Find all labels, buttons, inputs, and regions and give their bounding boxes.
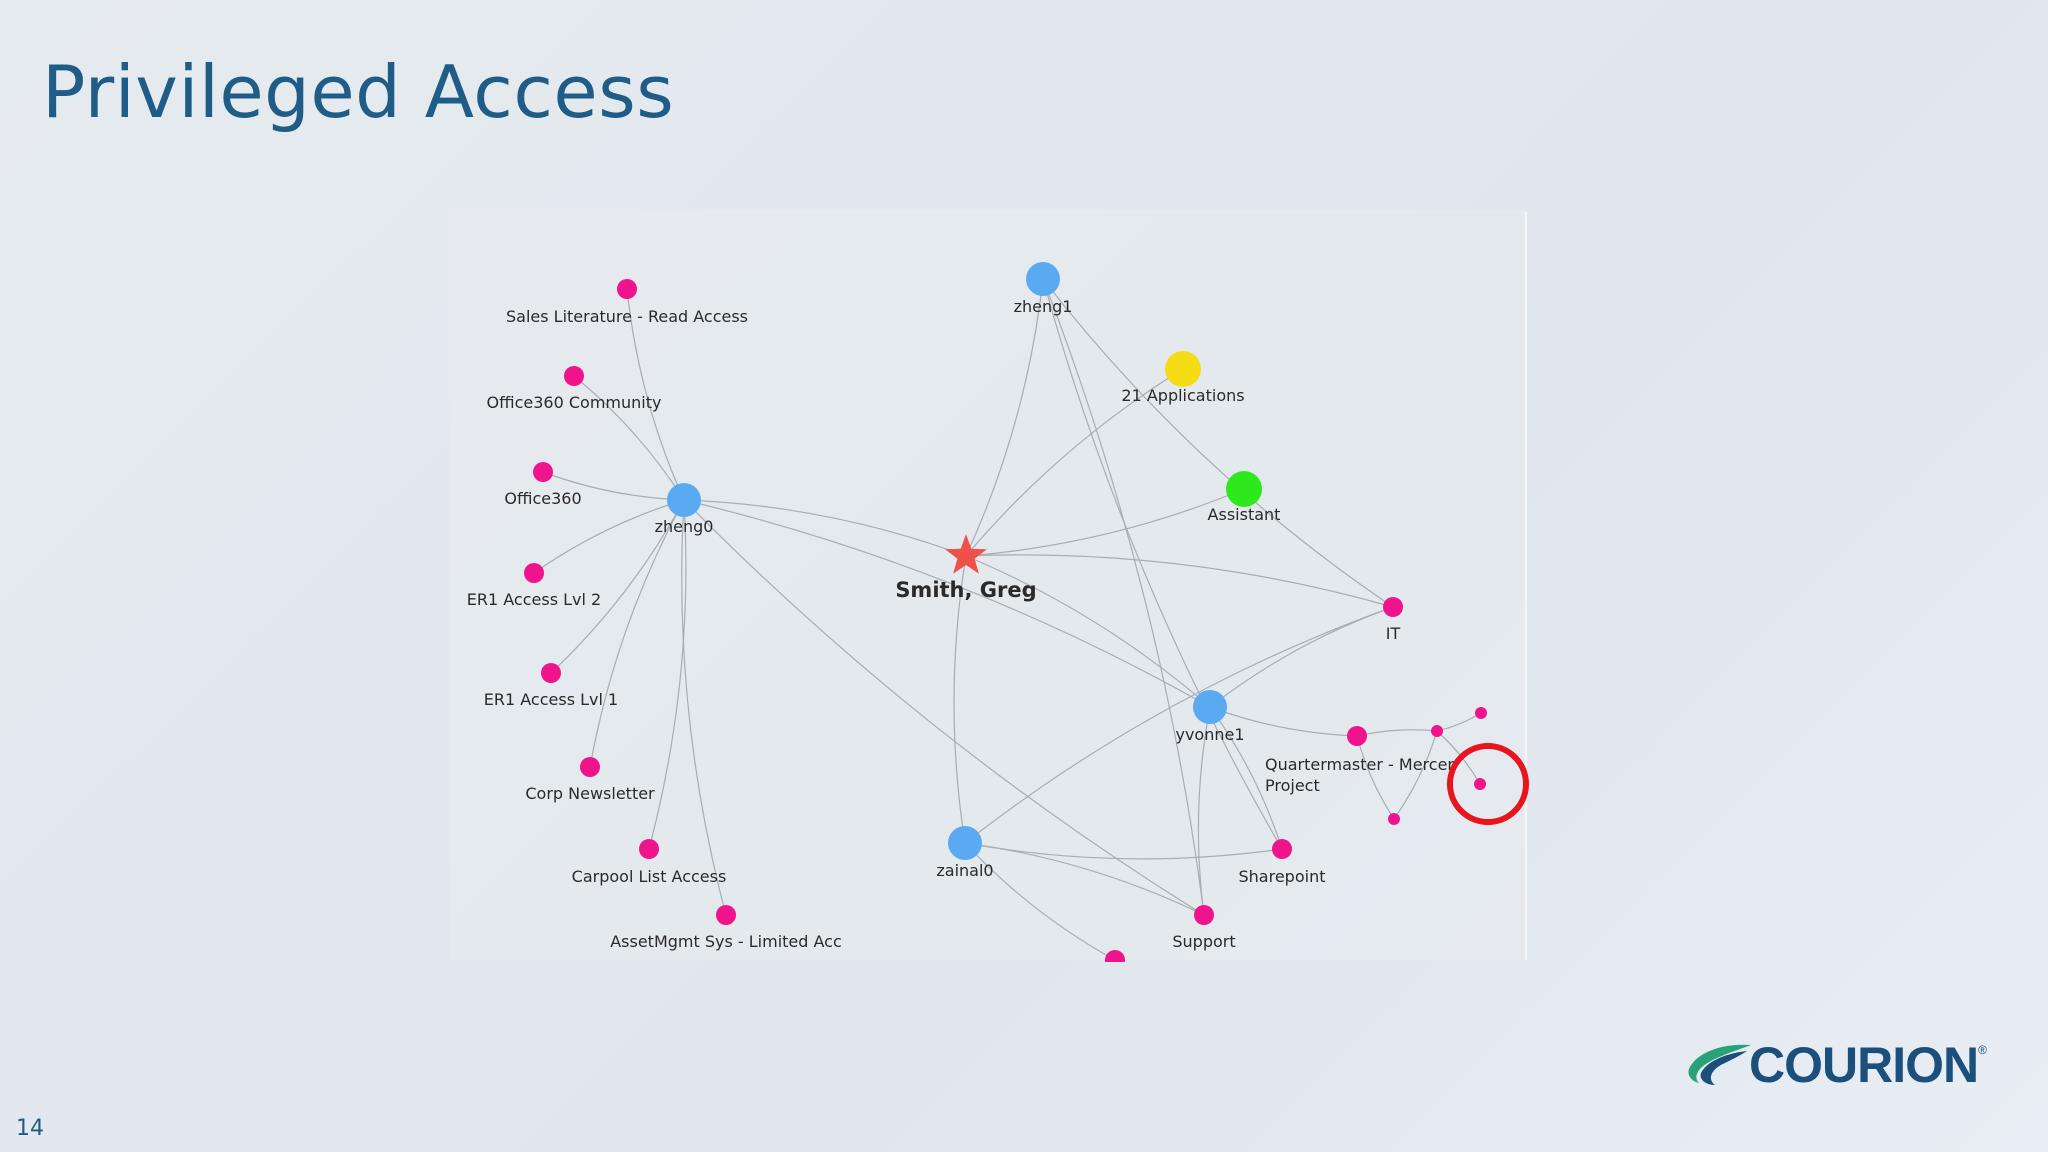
node-sharepoint[interactable] bbox=[1272, 839, 1292, 859]
graph-edges bbox=[533, 278, 1482, 961]
node-label-zainal0: zainal0 bbox=[936, 861, 993, 880]
node-label-support: Support bbox=[1172, 932, 1235, 951]
graph-edge bbox=[1042, 278, 1283, 850]
courion-wordmark: COURION bbox=[1749, 1037, 1979, 1093]
node-label-carpool: Carpool List Access bbox=[572, 867, 727, 886]
node-label-smith: Smith, Greg bbox=[895, 578, 1036, 602]
node-carpool[interactable] bbox=[639, 839, 659, 859]
node-zheng1[interactable] bbox=[1026, 262, 1060, 296]
node-label-it: IT bbox=[1386, 624, 1401, 643]
node-it[interactable] bbox=[1383, 597, 1403, 617]
node-q-child-4[interactable] bbox=[1474, 778, 1486, 790]
graph-edge bbox=[964, 842, 1205, 916]
graph-edge bbox=[964, 606, 1394, 844]
node-sales-lit[interactable] bbox=[617, 279, 637, 299]
graph-edge bbox=[648, 499, 687, 850]
graph-edge bbox=[964, 842, 1116, 961]
courion-swoosh-icon bbox=[1688, 1044, 1751, 1085]
graph-edge bbox=[965, 368, 1184, 557]
graph-edge bbox=[683, 499, 1205, 916]
node-apps21[interactable] bbox=[1165, 351, 1201, 387]
node-zheng0[interactable] bbox=[667, 483, 701, 517]
graph-edge bbox=[1197, 706, 1211, 916]
node-label-apps21: 21 Applications bbox=[1121, 386, 1244, 405]
highlight-ring bbox=[1447, 743, 1529, 825]
node-label-assetmgmt: AssetMgmt Sys - Limited Acc bbox=[610, 932, 842, 951]
node-label-er1-2: ER1 Access Lvl 2 bbox=[467, 590, 601, 609]
node-quartermaster[interactable] bbox=[1347, 726, 1367, 746]
node-assistant[interactable] bbox=[1226, 471, 1262, 507]
graph-edge bbox=[1393, 730, 1438, 820]
graph-edge bbox=[1356, 729, 1438, 737]
node-q-child-1[interactable] bbox=[1431, 725, 1443, 737]
page-number: 14 bbox=[16, 1116, 44, 1141]
node-label-yvonne1: yvonne1 bbox=[1175, 725, 1244, 744]
node-label-assistant: Assistant bbox=[1208, 505, 1281, 524]
graph-edge bbox=[683, 499, 967, 557]
node-yvonne1[interactable] bbox=[1193, 690, 1227, 724]
node-o365[interactable] bbox=[533, 462, 553, 482]
graph-edge bbox=[965, 278, 1044, 557]
node-label-sharepoint: Sharepoint bbox=[1239, 867, 1326, 886]
node-o365-comm[interactable] bbox=[564, 366, 584, 386]
node-q-child-2[interactable] bbox=[1388, 813, 1400, 825]
node-bottom-partial[interactable] bbox=[1105, 950, 1125, 970]
node-label-zheng0: zheng0 bbox=[655, 517, 714, 536]
graph-edge bbox=[1042, 278, 1394, 608]
node-label-o365-comm: Office360 Community bbox=[487, 393, 662, 412]
node-label-o365: Office360 bbox=[504, 489, 581, 508]
node-zainal0[interactable] bbox=[948, 826, 982, 860]
slide-title: Privileged Access bbox=[42, 50, 675, 134]
graph-edge bbox=[1042, 278, 1205, 916]
graph-edge bbox=[965, 488, 1245, 557]
graph-edge bbox=[1356, 735, 1395, 820]
graph-edge bbox=[573, 375, 685, 501]
node-assetmgmt[interactable] bbox=[716, 905, 736, 925]
graph-edge bbox=[683, 499, 1211, 708]
node-er1-1[interactable] bbox=[541, 663, 561, 683]
graph-overlay bbox=[1447, 743, 1529, 825]
node-er1-2[interactable] bbox=[524, 563, 544, 583]
graph-edge bbox=[1436, 712, 1482, 732]
graph-edge bbox=[953, 555, 967, 844]
graph-edge bbox=[965, 554, 1394, 608]
graph-edge bbox=[1209, 706, 1358, 737]
node-q-child-3[interactable] bbox=[1475, 707, 1487, 719]
graph-edge bbox=[550, 499, 685, 674]
graph-labels: Sales Literature - Read AccessOffice360 … bbox=[467, 297, 1455, 951]
graph-edge bbox=[965, 555, 1211, 708]
graph-nodes bbox=[524, 262, 1487, 970]
node-label-zheng1: zheng1 bbox=[1014, 297, 1073, 316]
node-support[interactable] bbox=[1194, 905, 1214, 925]
node-corp-news[interactable] bbox=[580, 757, 600, 777]
graph-edge bbox=[1209, 606, 1394, 708]
graph-edge bbox=[533, 499, 685, 574]
courion-logo: COURION ® bbox=[1685, 1035, 1987, 1095]
node-label-er1-1: ER1 Access Lvl 1 bbox=[484, 690, 618, 709]
graph-edge bbox=[626, 288, 685, 501]
graph-panel-edge bbox=[1525, 212, 1527, 960]
node-label-corp-news: Corp Newsletter bbox=[525, 784, 655, 803]
identity-star-node-smith[interactable] bbox=[945, 534, 987, 574]
node-label-sales-lit: Sales Literature - Read Access bbox=[506, 307, 748, 326]
graph-edge bbox=[1209, 706, 1283, 850]
registered-mark: ® bbox=[1978, 1043, 1987, 1057]
graph-edge bbox=[681, 499, 727, 916]
graph-edge bbox=[589, 499, 685, 768]
